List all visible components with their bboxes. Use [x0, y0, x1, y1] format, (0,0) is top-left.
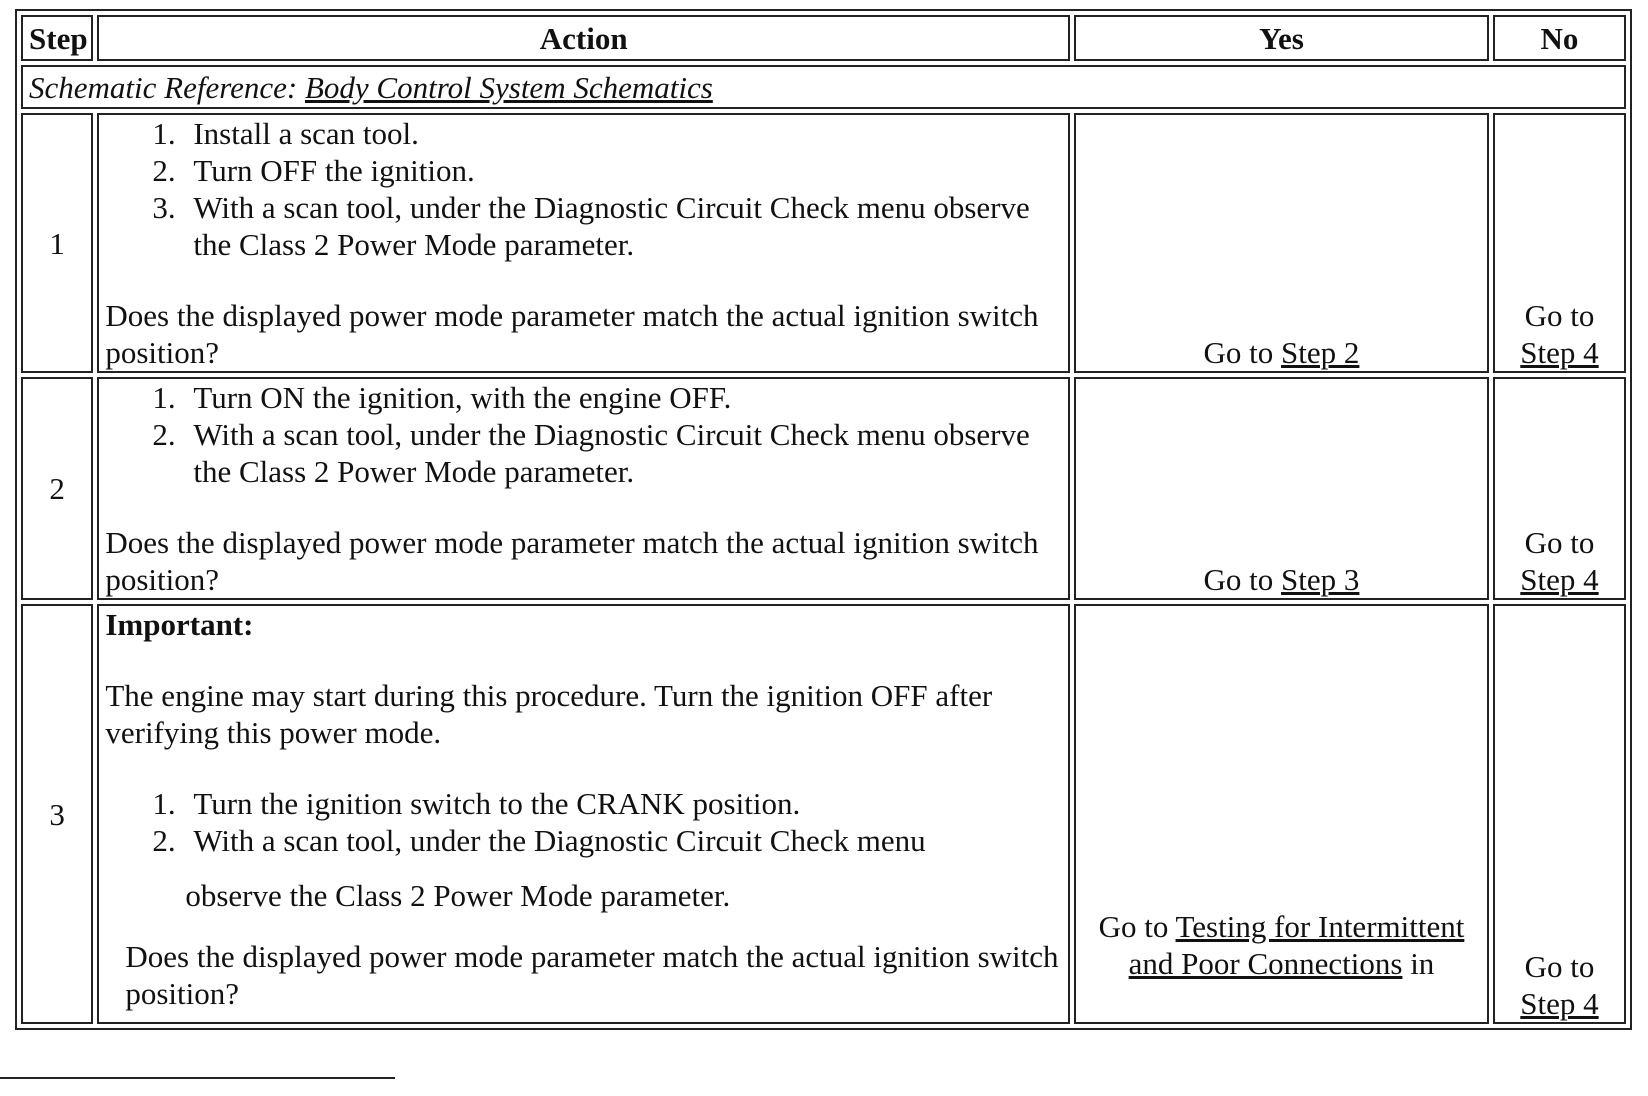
yes-prefix: Go to: [1203, 562, 1282, 597]
yes-suffix: in: [1402, 946, 1435, 981]
list-item: Turn the ignition switch to the CRANK po…: [183, 785, 1062, 822]
go-to-step-4-link[interactable]: Step 4: [1520, 562, 1599, 597]
table-row: 1 Install a scan tool. Turn OFF the igni…: [21, 113, 1626, 373]
header-row: Step Action Yes No: [21, 15, 1626, 61]
table-row: 3 Important: The engine may start during…: [21, 604, 1626, 1024]
question-text: Does the displayed power mode parameter …: [105, 298, 1039, 370]
go-to-step-3-link[interactable]: Step 3: [1281, 562, 1360, 597]
yes-cell: Go to Step 2: [1073, 113, 1489, 373]
yes-prefix: Go to: [1203, 335, 1282, 370]
list-item: Turn OFF the ignition.: [183, 152, 1062, 189]
reference-label: Schematic Reference:: [29, 69, 305, 105]
header-action: Action: [97, 15, 1070, 61]
action-cell: Important: The engine may start during t…: [97, 604, 1070, 1024]
no-prefix: Go to: [1524, 949, 1595, 984]
list-item-continuation: observe the Class 2 Power Mode parameter…: [185, 878, 731, 913]
important-label: Important:: [105, 607, 254, 642]
body-control-schematics-link[interactable]: Body Control System Schematics: [304, 69, 713, 105]
question-text: Does the displayed power mode parameter …: [105, 525, 1039, 597]
list-item: Turn ON the ignition, with the engine OF…: [183, 379, 1062, 416]
important-note: The engine may start during this procedu…: [105, 678, 993, 750]
no-prefix: Go to: [1524, 298, 1595, 333]
list-item: With a scan tool, under the Diagnostic C…: [183, 189, 1062, 263]
testing-intermittent-link[interactable]: Testing for Intermittent and Poor Connec…: [1128, 909, 1465, 981]
question-text: Does the displayed power mode parameter …: [125, 939, 1059, 1011]
diagnostic-table: Step Action Yes No Schematic Reference: …: [15, 9, 1632, 1030]
go-to-step-4-link[interactable]: Step 4: [1520, 986, 1599, 1021]
step-number: 1: [21, 113, 94, 373]
action-cell: Turn ON the ignition, with the engine OF…: [97, 377, 1070, 600]
yes-cell: Go to Step 3: [1073, 377, 1489, 600]
action-cell: Install a scan tool. Turn OFF the igniti…: [97, 113, 1070, 373]
header-step: Step: [21, 15, 94, 61]
header-yes: Yes: [1073, 15, 1489, 61]
action-steps: Turn the ignition switch to the CRANK po…: [105, 785, 1062, 859]
header-no: No: [1492, 15, 1626, 61]
yes-prefix: Go to: [1098, 909, 1176, 944]
go-to-step-2-link[interactable]: Step 2: [1281, 335, 1360, 370]
action-steps: Turn ON the ignition, with the engine OF…: [105, 379, 1062, 490]
table-row: 2 Turn ON the ignition, with the engine …: [21, 377, 1626, 600]
step-number: 3: [21, 604, 94, 1024]
action-steps: Install a scan tool. Turn OFF the igniti…: [105, 115, 1062, 263]
list-item: With a scan tool, under the Diagnostic C…: [183, 416, 1062, 490]
list-item: With a scan tool, under the Diagnostic C…: [183, 822, 1062, 859]
schematic-reference: Schematic Reference: Body Control System…: [21, 65, 1626, 109]
list-item: Install a scan tool.: [183, 115, 1062, 152]
bottom-rule: [0, 1077, 395, 1079]
yes-cell: Go to Testing for Intermittent and Poor …: [1073, 604, 1489, 1024]
step-number: 2: [21, 377, 94, 600]
go-to-step-4-link[interactable]: Step 4: [1520, 335, 1599, 370]
no-prefix: Go to: [1524, 525, 1595, 560]
reference-row: Schematic Reference: Body Control System…: [21, 65, 1626, 109]
